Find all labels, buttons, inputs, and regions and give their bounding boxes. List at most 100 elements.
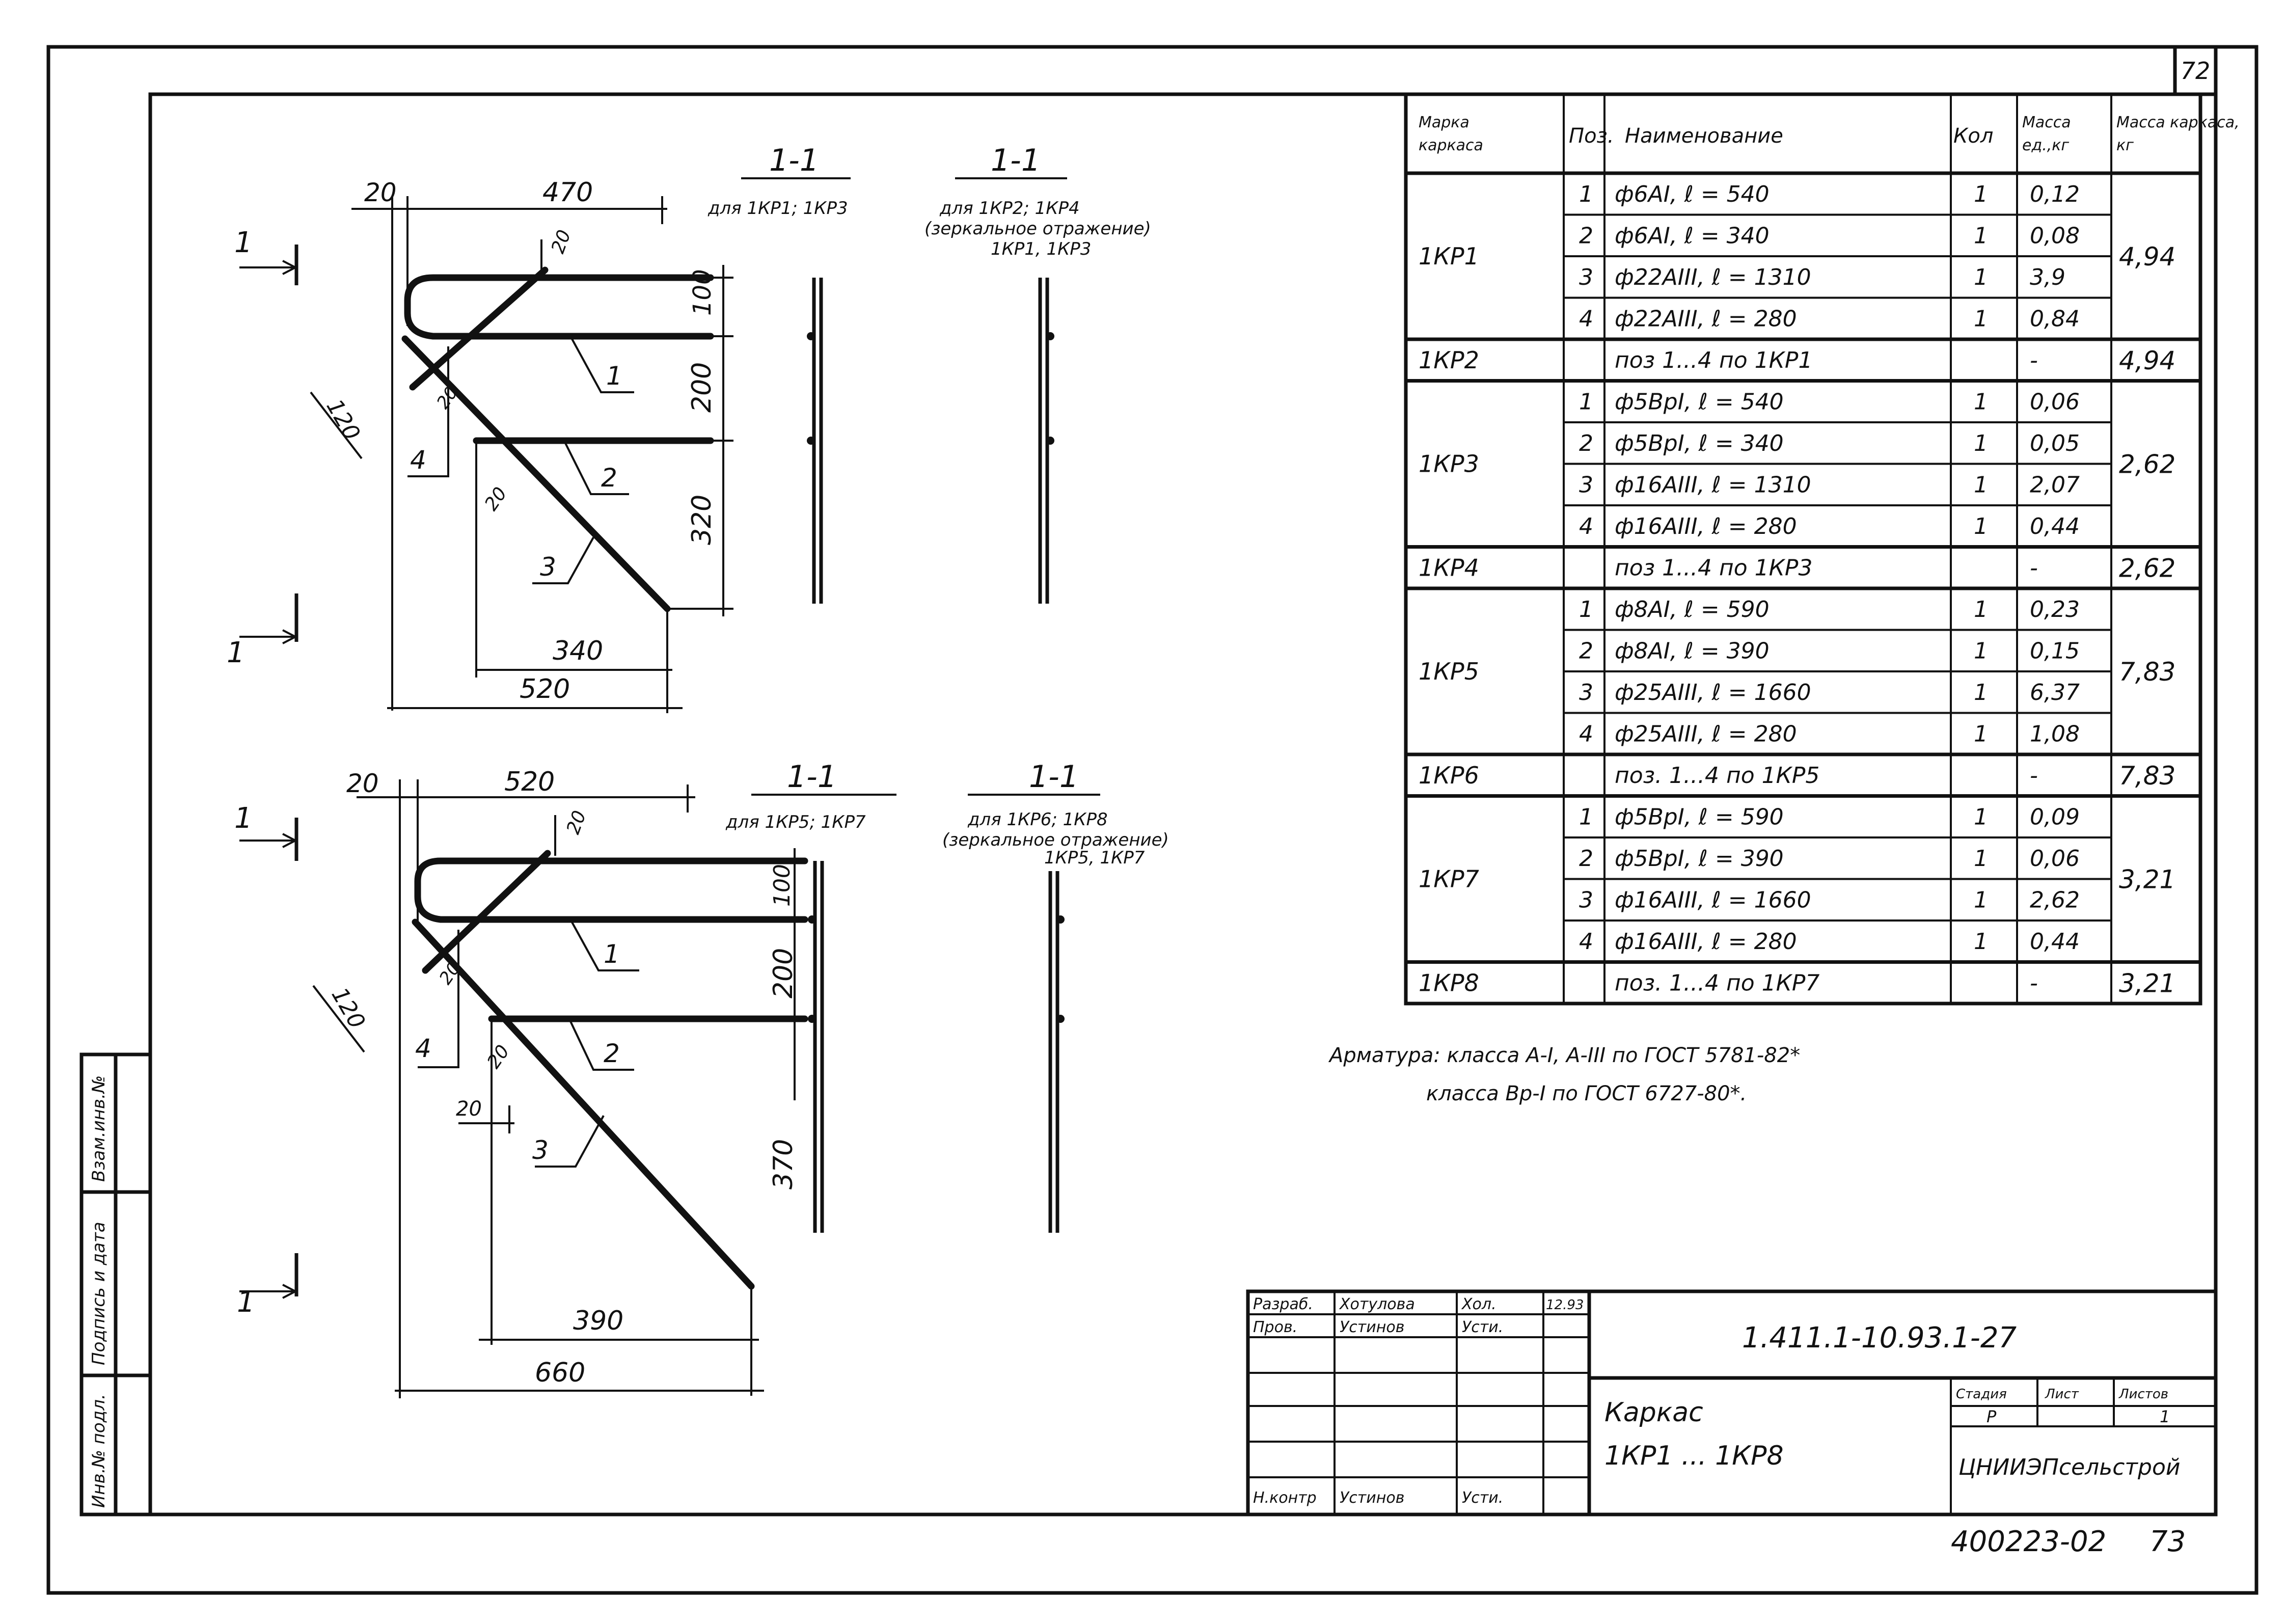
svg-text:1: 1 [234, 802, 253, 835]
svg-text:(зеркальное отражение): (зеркальное отражение) [924, 219, 1151, 239]
doc-title-2: 1КР1 ... 1КР8 [1604, 1441, 1784, 1471]
table-header: Поз. [1569, 124, 1614, 148]
table-cell-qty: 1 [1974, 638, 1988, 664]
table-cell-pos: 3 [1579, 887, 1593, 913]
table-cell-mass: - [2030, 347, 2038, 373]
table-cell-pos: 4 [1579, 929, 1593, 955]
table-mark: 1КР3 [1419, 450, 1479, 478]
svg-text:20: 20 [346, 769, 379, 798]
svg-text:390: 390 [573, 1306, 623, 1336]
svg-text:4: 4 [410, 445, 426, 475]
svg-text:120: 120 [326, 983, 370, 1033]
table-cell-name: ф16АIII, ℓ = 280 [1615, 513, 1797, 539]
table-cell-qty: 1 [1974, 389, 1988, 415]
svg-text:200: 200 [687, 362, 717, 413]
svg-text:1: 1 [237, 1286, 255, 1319]
table-cell-pos: 1 [1579, 804, 1593, 830]
table-header: Масса [2022, 114, 2071, 131]
table-cell-mass: 0,12 [2030, 181, 2080, 207]
svg-text:Н.контр: Н.контр [1253, 1489, 1317, 1507]
svg-text:1: 1 [606, 361, 622, 391]
table-total: 7,83 [2119, 761, 2175, 791]
table-cell-qty: 1 [1974, 472, 1988, 498]
svg-text:200: 200 [768, 948, 799, 998]
svg-text:370: 370 [768, 1139, 799, 1189]
table-cell-name: ф6АI, ℓ = 340 [1615, 223, 1770, 249]
table-cell-name: ф16АIII, ℓ = 280 [1615, 929, 1797, 955]
svg-text:1: 1 [2160, 1407, 2170, 1426]
table-cell-mass: 0,23 [2030, 597, 2080, 622]
table-cell-qty: 1 [1974, 929, 1988, 955]
drawing-top: 1 1 20 470 20 100 200 320 120 4 20 [227, 177, 733, 713]
svg-text:1-1: 1-1 [787, 759, 837, 795]
svg-text:20: 20 [548, 227, 575, 256]
page-number: 72 [2181, 57, 2211, 85]
table-cell-name: ф5ВрI, ℓ = 590 [1615, 804, 1784, 830]
svg-text:1-1: 1-1 [769, 143, 819, 178]
title-block: Разраб. Хотулова Хол. 12.93 Пров. Устино… [1246, 1289, 2218, 1517]
table-mark: 1КР1 [1419, 242, 1479, 270]
svg-text:2: 2 [604, 1039, 620, 1068]
svg-text:100: 100 [769, 864, 795, 907]
table-cell-mass: 0,09 [2030, 804, 2080, 830]
strip-cell-bot: Инв.№ подл. [89, 1394, 109, 1508]
svg-text:3: 3 [540, 552, 556, 582]
svg-text:20: 20 [364, 178, 397, 207]
table-cell-name: ф8АI, ℓ = 590 [1615, 597, 1770, 622]
svg-text:1КР1, 1КР3: 1КР1, 1КР3 [991, 239, 1091, 259]
svg-text:120: 120 [321, 395, 365, 445]
table-total: 2,62 [2119, 450, 2175, 479]
table-cell-name: ф8АI, ℓ = 390 [1615, 638, 1770, 664]
table-cell-mass: 0,05 [2030, 430, 2080, 456]
table-total: 2,62 [2119, 553, 2175, 583]
table-cell-qty: 1 [1974, 181, 1988, 207]
svg-text:1-1: 1-1 [1029, 759, 1079, 795]
table-cell-mass: - [2030, 555, 2038, 581]
svg-text:340: 340 [553, 636, 603, 666]
table-cell-qty: 1 [1974, 430, 1988, 456]
table-cell-name: ф5ВрI, ℓ = 390 [1615, 846, 1784, 872]
svg-text:3: 3 [532, 1135, 549, 1165]
svg-text:Хол.: Хол. [1461, 1295, 1496, 1313]
table-cell-name: ф16АIII, ℓ = 1660 [1615, 887, 1811, 913]
table-total: 7,83 [2119, 657, 2175, 687]
table-cell-pos: 3 [1579, 264, 1593, 290]
table-cell-qty: 1 [1974, 597, 1988, 622]
svg-text:Усти.: Усти. [1462, 1489, 1503, 1507]
doc-code: 1.411.1-10.93.1-27 [1742, 1321, 2017, 1355]
table-cell-pos: 4 [1579, 513, 1593, 539]
svg-text:12.93: 12.93 [1546, 1297, 1584, 1313]
table-header: каркаса [1419, 137, 1483, 154]
svg-text:Пров.: Пров. [1253, 1318, 1297, 1336]
table-cell-name: поз 1...4 по 1КР3 [1615, 555, 1812, 581]
table-mark: 1КР2 [1419, 346, 1479, 374]
svg-text:Устинов: Устинов [1340, 1489, 1404, 1507]
svg-text:для 1КР5; 1КР7: для 1КР5; 1КР7 [725, 812, 866, 832]
table-cell-pos: 4 [1579, 306, 1593, 332]
table-mark: 1КР5 [1419, 658, 1479, 685]
svg-text:для 1КР1; 1КР3: для 1КР1; 1КР3 [707, 198, 848, 219]
table-cell-qty: 1 [1974, 306, 1988, 332]
table-cell-qty: 1 [1974, 680, 1988, 706]
table-cell-mass: 2,07 [2030, 472, 2080, 498]
table-cell-mass: 0,15 [2030, 638, 2080, 664]
svg-text:470: 470 [542, 177, 593, 208]
table-cell-pos: 2 [1579, 638, 1593, 664]
table-cell-mass: 3,9 [2030, 264, 2065, 290]
svg-text:1: 1 [234, 226, 253, 259]
table-cell-pos: 2 [1579, 430, 1593, 456]
table-cell-qty: 1 [1974, 513, 1988, 539]
table-cell-pos: 1 [1579, 597, 1593, 622]
table-mark: 1КР4 [1419, 554, 1479, 581]
table-cell-pos: 3 [1579, 472, 1593, 498]
outer-frame [46, 45, 2258, 1595]
table-cell-mass: 0,06 [2030, 846, 2080, 872]
table-cell-mass: 0,06 [2030, 389, 2080, 415]
svg-text:1-1: 1-1 [991, 143, 1041, 178]
table-cell-name: ф25АIII, ℓ = 280 [1615, 721, 1797, 747]
svg-text:20: 20 [563, 808, 590, 837]
bottom-page: 73 [2149, 1525, 2186, 1558]
svg-text:для 1КР2; 1КР4: для 1КР2; 1КР4 [939, 198, 1080, 219]
table-cell-mass: - [2030, 970, 2038, 996]
svg-text:Разраб.: Разраб. [1253, 1295, 1313, 1313]
